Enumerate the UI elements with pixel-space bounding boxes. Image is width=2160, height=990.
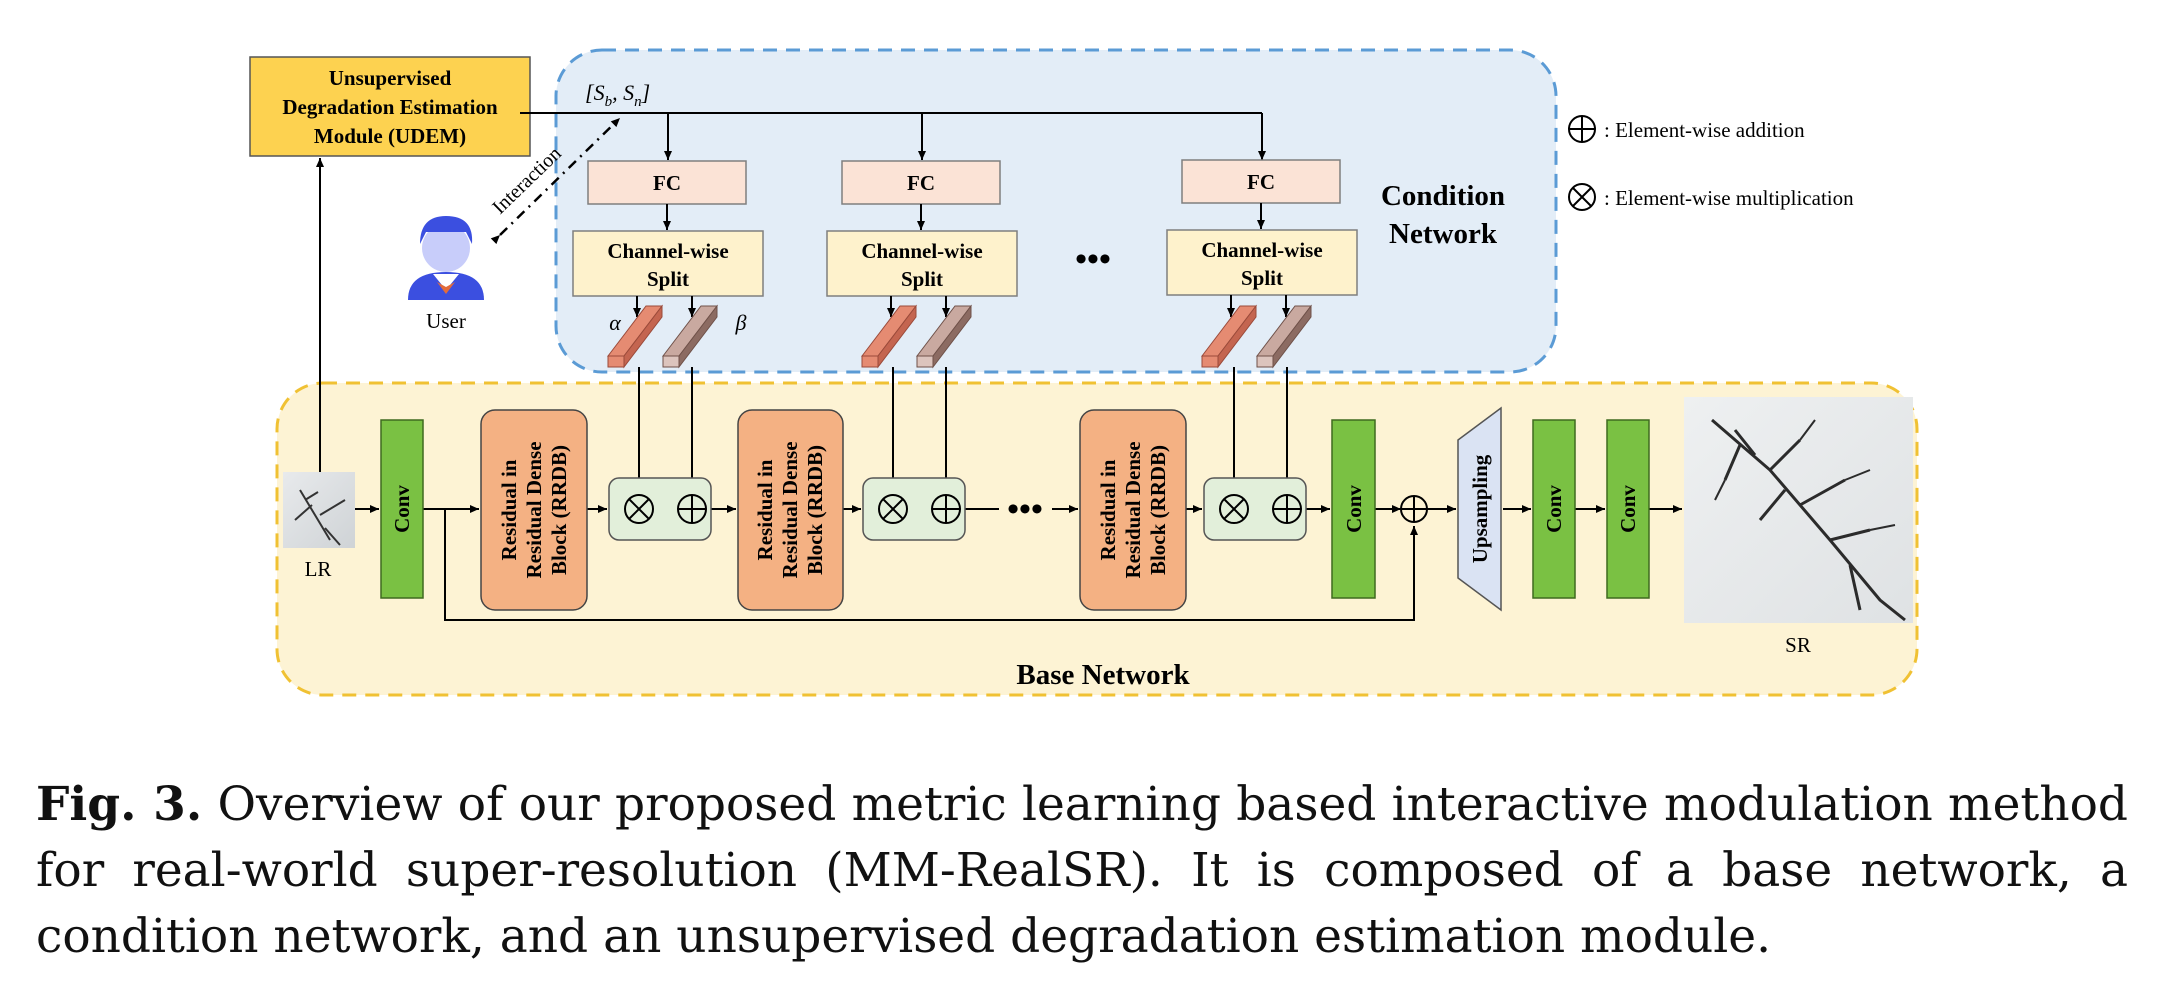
conv-block-2 bbox=[1331, 419, 1376, 599]
modulation-ops-3 bbox=[1203, 477, 1307, 541]
conv-block-3 bbox=[1532, 419, 1576, 599]
svg-text:Residual in: Residual in bbox=[497, 459, 521, 560]
base-ellipsis: ••• bbox=[1007, 491, 1043, 528]
svg-text:Residual in: Residual in bbox=[1096, 459, 1120, 560]
modulation-ops-2 bbox=[862, 477, 966, 541]
upsampling-block bbox=[1457, 406, 1502, 612]
skip-connection bbox=[444, 509, 1418, 621]
svg-text:Block (RRDB): Block (RRDB) bbox=[1146, 445, 1170, 575]
sr-label: SR bbox=[1785, 633, 1811, 657]
svg-text:FC: FC bbox=[1247, 170, 1275, 194]
caption-text: Overview of our proposed metric learning… bbox=[36, 777, 2128, 964]
interaction-arrow bbox=[490, 117, 621, 245]
svg-text:Residual Dense: Residual Dense bbox=[778, 441, 802, 578]
fc-block bbox=[1181, 159, 1341, 204]
split-block bbox=[572, 230, 764, 297]
condition-vector-label: [Sb, Sn] bbox=[585, 80, 650, 110]
modulation-lines bbox=[635, 367, 1291, 490]
svg-text:Split: Split bbox=[901, 267, 943, 291]
svg-text:Block (RRDB): Block (RRDB) bbox=[803, 445, 827, 575]
modulation-ops-1 bbox=[608, 477, 712, 541]
residual-add-op bbox=[1400, 495, 1428, 523]
condition-network-label-1: Condition bbox=[1381, 180, 1505, 212]
svg-text:Conv: Conv bbox=[1542, 485, 1566, 533]
svg-text:Split: Split bbox=[647, 267, 689, 291]
split-block bbox=[1166, 229, 1358, 296]
lr-image bbox=[283, 472, 355, 548]
svg-text:FC: FC bbox=[907, 171, 935, 195]
svg-text:Channel-wise: Channel-wise bbox=[1201, 238, 1322, 262]
figure-caption: Fig. 3. Overview of our proposed metric … bbox=[36, 772, 2128, 970]
udem-block bbox=[249, 56, 531, 157]
svg-text:Upsampling: Upsampling bbox=[1468, 454, 1492, 563]
lr-label: LR bbox=[305, 557, 332, 581]
udem-label-line3: Module (UDEM) bbox=[314, 124, 466, 148]
fc-block bbox=[841, 160, 1001, 205]
udem-label-line2: Degradation Estimation bbox=[282, 95, 498, 119]
rrdb-block-3: Residual in Residual Dense Block (RRDB) bbox=[1079, 409, 1187, 611]
condition-column-3: FC Channel-wise Split bbox=[1166, 159, 1358, 369]
svg-text:Channel-wise: Channel-wise bbox=[607, 239, 728, 263]
user-label: User bbox=[426, 309, 466, 333]
base-network-label: Base Network bbox=[1016, 659, 1190, 691]
figure-number: Fig. 3. bbox=[36, 777, 203, 832]
sr-image bbox=[1684, 397, 1913, 623]
svg-text:Residual Dense: Residual Dense bbox=[522, 441, 546, 578]
condition-network-label-2: Network bbox=[1389, 218, 1498, 250]
beta-label: β bbox=[735, 310, 747, 335]
conv-block-4 bbox=[1606, 419, 1650, 599]
user-icon bbox=[408, 216, 484, 300]
fc-block bbox=[587, 160, 747, 205]
svg-text:: Element-wise addition: : Element-wise addition bbox=[1604, 118, 1805, 142]
condition-ellipsis: ••• bbox=[1075, 241, 1111, 278]
svg-text:Conv: Conv bbox=[390, 485, 414, 533]
svg-text:Split: Split bbox=[1241, 266, 1283, 290]
condition-column-1: FC Channel-wise Split α β bbox=[572, 160, 764, 369]
svg-text:Conv: Conv bbox=[1616, 485, 1640, 533]
architecture-diagram: Unsupervised Degradation Estimation Modu… bbox=[249, 48, 1919, 697]
svg-text:: Element-wise multiplication: : Element-wise multiplication bbox=[1604, 186, 1854, 210]
condition-column-2: FC Channel-wise Split bbox=[826, 160, 1018, 369]
svg-text:Residual Dense: Residual Dense bbox=[1121, 441, 1145, 578]
svg-text:FC: FC bbox=[653, 171, 681, 195]
udem-label-line1: Unsupervised bbox=[329, 66, 452, 90]
svg-text:Channel-wise: Channel-wise bbox=[861, 239, 982, 263]
svg-text:Conv: Conv bbox=[1342, 485, 1366, 533]
rrdb-block-2: Residual in Residual Dense Block (RRDB) bbox=[737, 409, 844, 611]
rrdb-block-1: Residual in Residual Dense Block (RRDB) bbox=[480, 409, 588, 611]
legend-multiplication: : Element-wise multiplication bbox=[1568, 183, 1854, 211]
conv-block-1 bbox=[380, 419, 424, 599]
svg-text:Block (RRDB): Block (RRDB) bbox=[547, 445, 571, 575]
alpha-label: α bbox=[609, 310, 621, 335]
split-block bbox=[826, 230, 1018, 297]
svg-text:Residual in: Residual in bbox=[753, 459, 777, 560]
legend-addition: : Element-wise addition bbox=[1568, 115, 1805, 143]
